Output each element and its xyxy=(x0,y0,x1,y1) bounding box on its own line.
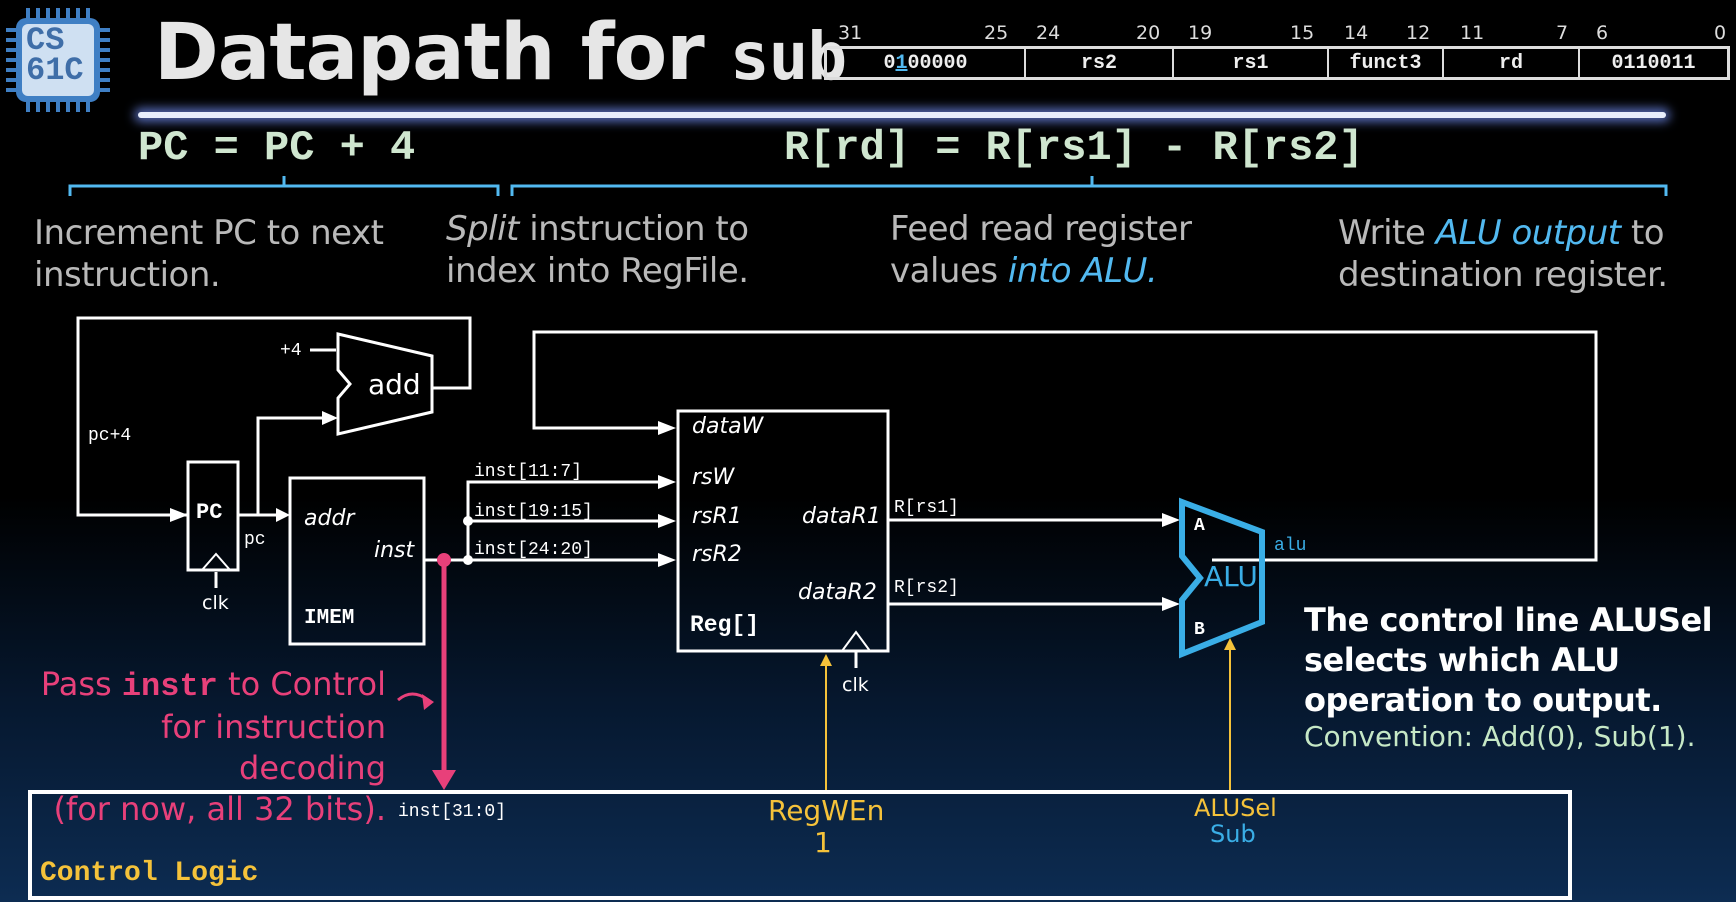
title-divider xyxy=(138,112,1666,118)
page-title: Datapath for sub xyxy=(154,8,847,98)
reg-name: Reg[] xyxy=(690,612,760,638)
alu-b-label: B xyxy=(1194,620,1205,640)
imem-name: IMEM xyxy=(304,607,355,630)
pc-wire-label: pc xyxy=(244,530,266,550)
field-rs1: rs1 xyxy=(1174,49,1329,77)
logo-text: CS 61C xyxy=(26,22,84,89)
reg-dataR1-label: dataR1 xyxy=(802,504,881,529)
r-rs2-label: R[rs2] xyxy=(894,578,959,598)
equation-reg: R[rd] = R[rs1] - R[rs2] xyxy=(784,124,1364,172)
desc-write: Write ALU output to destination register… xyxy=(1338,213,1668,295)
equation-pc: PC = PC + 4 xyxy=(138,124,416,172)
pc-clk-label: clk xyxy=(202,592,229,614)
alusel-label: ALUSel xyxy=(1194,794,1277,822)
add-label: add xyxy=(368,368,421,401)
plus4-label: +4 xyxy=(280,341,302,361)
reg-clk-label: clk xyxy=(842,674,869,696)
alusel-value: Sub xyxy=(1210,820,1256,848)
pc4-label: pc+4 xyxy=(88,426,132,446)
imem-addr-label: addr xyxy=(304,506,355,531)
reg-rsR1-label: rsR1 xyxy=(692,504,742,529)
regwen-label: RegWEn xyxy=(768,794,885,827)
control-logic-box xyxy=(28,790,1572,900)
field-rs2: rs2 xyxy=(1026,49,1174,77)
pc-block-label: PC xyxy=(196,500,223,525)
reg-rsR2-label: rsR2 xyxy=(692,542,742,567)
register-file xyxy=(676,409,890,653)
brace-reg xyxy=(510,176,1668,196)
pass-instr-note: Pass instr to Control for instruction de… xyxy=(40,665,386,828)
imem-inst-label: inst xyxy=(374,538,415,563)
imem xyxy=(288,476,426,646)
alusel-note: The control line ALUSel selects which AL… xyxy=(1304,601,1713,753)
inst-11-7-label: inst[11:7] xyxy=(474,462,583,482)
r-rs1-label: R[rs1] xyxy=(894,498,959,518)
alu-a-label: A xyxy=(1194,516,1205,536)
alu-label: ALU xyxy=(1204,560,1258,593)
alu-out-label: alu xyxy=(1274,536,1307,556)
reg-dataR2-label: dataR2 xyxy=(798,580,877,605)
pc-register xyxy=(186,460,240,572)
alu-shape xyxy=(1179,497,1265,659)
reg-rsW-label: rsW xyxy=(692,465,735,490)
inst-24-20-label: inst[24:20] xyxy=(474,540,593,560)
field-rd: rd xyxy=(1444,49,1580,77)
brace-pc xyxy=(68,176,500,196)
field-funct3: funct3 xyxy=(1329,49,1444,77)
inst-19-15-label: inst[19:15] xyxy=(474,502,593,522)
bit-position-labels: 31 25 24 20 19 15 14 12 11 7 6 0 xyxy=(838,22,1727,44)
desc-feed: Feed read register values into ALU. xyxy=(890,209,1192,291)
control-logic-label: Control Logic xyxy=(40,858,259,889)
field-opcode: 0110011 xyxy=(1611,51,1696,75)
desc-increment: Increment PC to next instruction. xyxy=(34,213,384,295)
adder xyxy=(336,332,434,436)
desc-split: Split instruction to index into RegFile. xyxy=(446,209,749,291)
cs61c-logo: CS 61C xyxy=(6,8,110,112)
regwen-value: 1 xyxy=(814,826,832,859)
reg-dataW-label: dataW xyxy=(692,414,764,439)
inst-31-0-label: inst[31:0] xyxy=(398,802,507,822)
